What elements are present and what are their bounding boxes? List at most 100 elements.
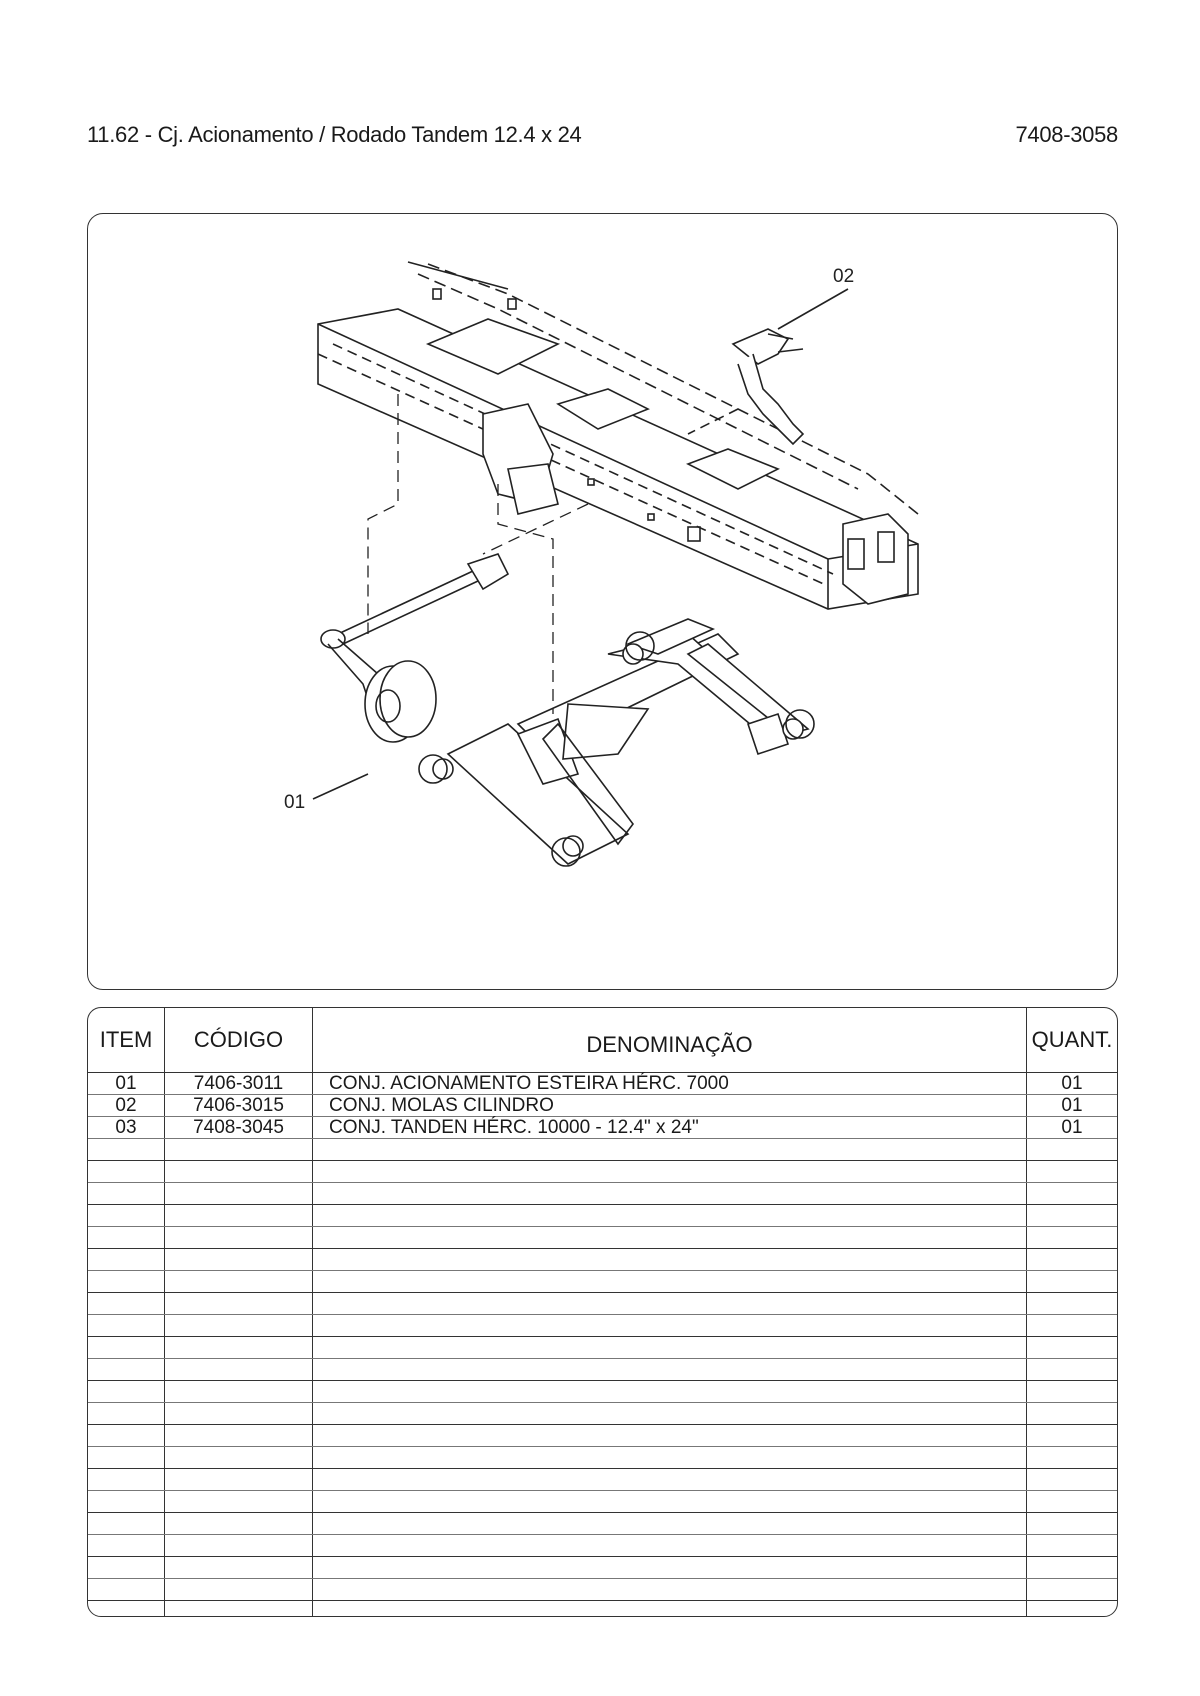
empty-cell <box>312 1402 1027 1425</box>
drive-assembly-part <box>312 553 510 800</box>
empty-cell <box>1026 1578 1117 1601</box>
empty-cell <box>1026 1292 1117 1315</box>
empty-cell <box>1026 1402 1117 1425</box>
table-row-empty <box>88 1270 1117 1293</box>
empty-cell <box>88 1380 165 1403</box>
empty-cell <box>88 1600 165 1616</box>
table-row-empty <box>88 1490 1117 1513</box>
empty-cell <box>1026 1204 1117 1227</box>
empty-cell <box>88 1204 165 1227</box>
row-description: CONJ. MOLAS CILINDRO <box>312 1094 1027 1117</box>
empty-cell <box>312 1204 1027 1227</box>
empty-cell <box>1026 1534 1117 1557</box>
empty-cell <box>164 1402 313 1425</box>
col-item: ITEM <box>88 1008 165 1073</box>
empty-cell <box>1026 1358 1117 1381</box>
empty-cell <box>1026 1314 1117 1337</box>
tandem-axle-part <box>418 618 815 867</box>
exploded-diagram: 02 01 <box>87 213 1118 990</box>
table-header-row: ITEM CÓDIGO DENOMINAÇÃO QUANT. <box>88 1008 1117 1073</box>
empty-cell <box>88 1358 165 1381</box>
empty-cell <box>164 1336 313 1359</box>
empty-cell <box>1026 1556 1117 1579</box>
empty-cell <box>164 1160 313 1183</box>
row-code: 7406-3015 <box>164 1094 313 1117</box>
empty-cell <box>312 1556 1027 1579</box>
col-code: CÓDIGO <box>164 1008 313 1073</box>
table-row-empty <box>88 1226 1117 1249</box>
empty-cell <box>312 1226 1027 1249</box>
empty-cell <box>88 1424 165 1447</box>
table-row: 02 7406-3015 CONJ. MOLAS CILINDRO 01 <box>88 1094 1117 1117</box>
empty-cell <box>164 1578 313 1601</box>
empty-cell <box>1026 1248 1117 1271</box>
table-row-empty <box>88 1446 1117 1469</box>
empty-cell <box>1026 1512 1117 1535</box>
empty-cell <box>164 1468 313 1491</box>
empty-cell <box>88 1314 165 1337</box>
row-quantity: 01 <box>1026 1072 1117 1095</box>
spring-cylinder-part <box>687 288 849 446</box>
page-code: 7408-3058 <box>1015 122 1118 147</box>
empty-cell <box>164 1248 313 1271</box>
empty-cell <box>88 1534 165 1557</box>
empty-cell <box>1026 1424 1117 1447</box>
empty-cell <box>1026 1226 1117 1249</box>
empty-cell <box>164 1446 313 1469</box>
empty-cell <box>164 1182 313 1205</box>
row-code: 7408-3045 <box>164 1116 313 1139</box>
empty-cell <box>164 1314 313 1337</box>
empty-cell <box>312 1248 1027 1271</box>
table-row-empty <box>88 1468 1117 1491</box>
row-item: 01 <box>88 1072 165 1095</box>
empty-cell <box>88 1226 165 1249</box>
empty-cell <box>88 1292 165 1315</box>
table-row-empty <box>88 1138 1117 1161</box>
table-row: 03 7408-3045 CONJ. TANDEN HÉRC. 10000 - … <box>88 1116 1117 1139</box>
empty-cell <box>164 1556 313 1579</box>
table-row: 01 7406-3011 CONJ. ACIONAMENTO ESTEIRA H… <box>88 1072 1117 1095</box>
empty-cell <box>164 1424 313 1447</box>
empty-cell <box>88 1556 165 1579</box>
empty-cell <box>88 1138 165 1161</box>
table-row-empty <box>88 1402 1117 1425</box>
table-row-empty <box>88 1424 1117 1447</box>
empty-cell <box>312 1270 1027 1293</box>
table-row-empty <box>88 1292 1117 1315</box>
empty-cell <box>88 1160 165 1183</box>
table-row-empty <box>88 1314 1117 1337</box>
empty-cell <box>164 1490 313 1513</box>
empty-cell <box>88 1248 165 1271</box>
empty-cell <box>164 1138 313 1161</box>
empty-cell <box>164 1204 313 1227</box>
table-row-empty <box>88 1182 1117 1205</box>
chassis-frame <box>317 261 919 610</box>
empty-cell <box>88 1402 165 1425</box>
empty-cell <box>312 1424 1027 1447</box>
empty-cell <box>164 1380 313 1403</box>
table-row-empty <box>88 1336 1117 1359</box>
empty-cell <box>312 1314 1027 1337</box>
empty-cell <box>88 1182 165 1205</box>
empty-cell <box>1026 1468 1117 1491</box>
empty-cell <box>88 1578 165 1601</box>
table-row-empty <box>88 1204 1117 1227</box>
assembly-lines <box>367 394 589 714</box>
empty-cell <box>164 1600 313 1616</box>
parts-table: ITEM CÓDIGO DENOMINAÇÃO QUANT. 01 7406-3… <box>87 1007 1118 1617</box>
table-row-empty <box>88 1534 1117 1557</box>
empty-cell <box>164 1512 313 1535</box>
empty-cell <box>312 1182 1027 1205</box>
empty-cell <box>1026 1182 1117 1205</box>
empty-cell <box>88 1446 165 1469</box>
table-row-empty <box>88 1358 1117 1381</box>
empty-cell <box>88 1468 165 1491</box>
row-description: CONJ. TANDEN HÉRC. 10000 - 12.4" x 24" <box>312 1116 1027 1139</box>
empty-cell <box>1026 1446 1117 1469</box>
row-code: 7406-3011 <box>164 1072 313 1095</box>
empty-cell <box>88 1490 165 1513</box>
table-row-empty <box>88 1556 1117 1579</box>
table-row-empty <box>88 1600 1117 1616</box>
table-row-empty <box>88 1160 1117 1183</box>
empty-cell <box>164 1292 313 1315</box>
